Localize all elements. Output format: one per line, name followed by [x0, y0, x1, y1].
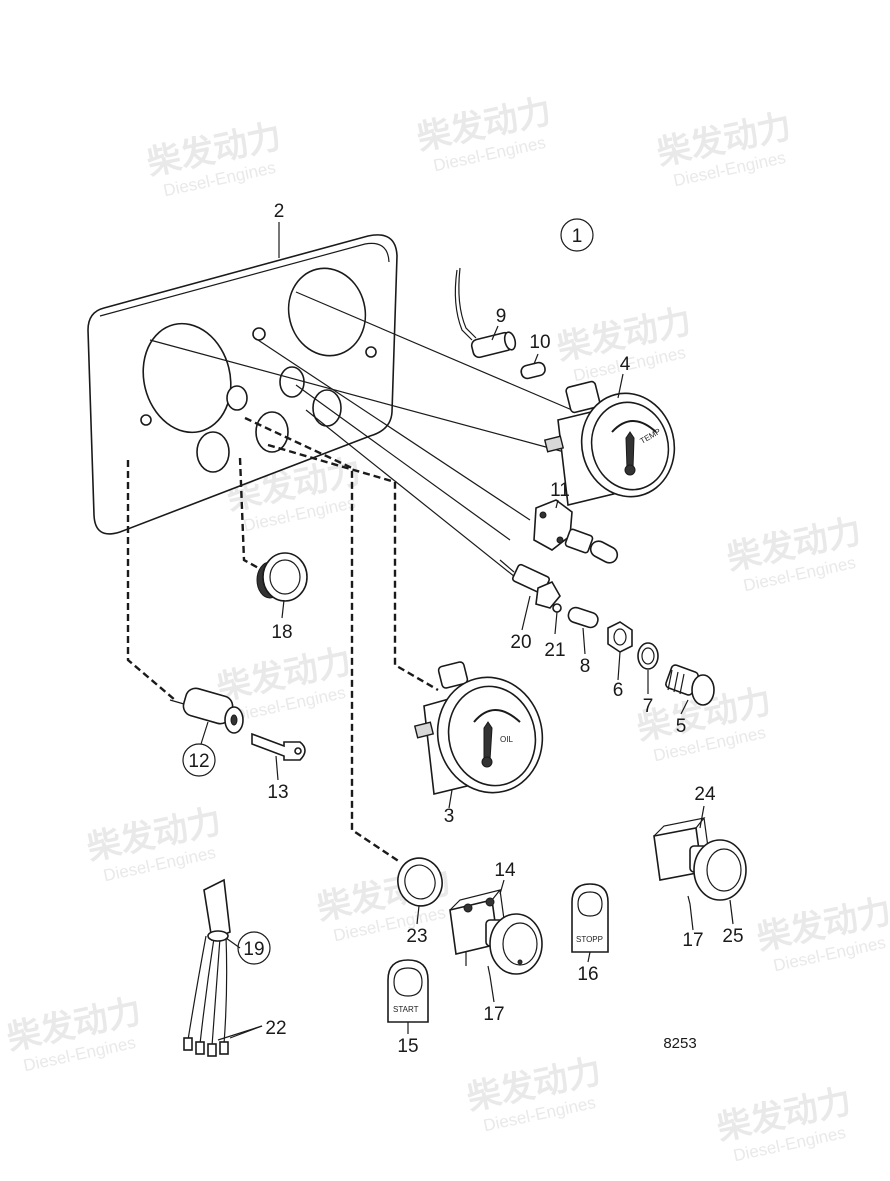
oil-gauge-label: OIL [500, 735, 513, 744]
callout-21: 21 [544, 640, 565, 661]
callout-8: 8 [580, 656, 591, 677]
callout-9: 9 [496, 306, 507, 327]
watermark-9: 柴发动力 Diesel-Engines [84, 801, 225, 885]
panel-hole-oil [255, 411, 289, 453]
callout-18: 18 [271, 622, 292, 643]
part-oil-gauge: OIL [413, 661, 544, 795]
panel-screw-hole [252, 327, 266, 341]
callout-12: 12 [188, 751, 209, 772]
part-washer-21 [552, 603, 562, 613]
panel-hole-key [226, 385, 248, 411]
callout-13: 13 [267, 782, 288, 803]
watermark-layer: 柴发动力 Diesel-Engines 柴发动力 Diesel-Engines … [4, 91, 890, 1165]
part-ring-23 [397, 857, 443, 907]
callout-14: 14 [494, 860, 516, 881]
callout-6: 6 [613, 680, 624, 701]
callout-11: 11 [550, 480, 570, 501]
callout-15: 15 [397, 1036, 418, 1057]
view-marker-circle [560, 218, 594, 252]
panel-hole-left-gauge [142, 322, 232, 434]
callout-25: 25 [722, 926, 743, 947]
part-lamp-cap-5 [665, 664, 715, 706]
callout-2: 2 [274, 201, 285, 222]
callout-numbers: 2 9 10 4 11 18 20 21 8 6 7 5 12 13 3 24 … [188, 201, 743, 1057]
part-bulb-10 [520, 361, 546, 380]
part-key-13 [251, 732, 306, 761]
stopp-plate-label: STOPP [576, 935, 603, 944]
callout-circle-12 [182, 743, 216, 777]
callout-16: 16 [577, 964, 598, 985]
part-ignition-lock [169, 687, 244, 734]
part-lens-8 [567, 606, 599, 629]
part-nut-6 [607, 621, 633, 653]
callout-circle-19 [237, 931, 271, 965]
part-lamp-holder [499, 559, 599, 629]
view-marker-label: 1 [572, 226, 583, 247]
callout-17-stop: 17 [682, 930, 703, 951]
watermark-3: 柴发动力 Diesel-Engines [654, 106, 795, 190]
watermark-2: 柴发动力 Diesel-Engines [414, 91, 555, 175]
watermark-13: 柴发动力 Diesel-Engines [464, 1051, 605, 1135]
panel-hole-plug [196, 431, 230, 473]
part-cable-harness [183, 878, 231, 1057]
part-toggle-switch [533, 499, 619, 564]
panel-screw-hole [140, 414, 152, 426]
callout-3: 3 [444, 806, 455, 827]
instrument-panel [87, 234, 398, 535]
watermark-14: 柴发动力 Diesel-Engines [714, 1081, 855, 1165]
callout-7: 7 [643, 696, 654, 717]
watermark-12: 柴发动力 Diesel-Engines [4, 991, 145, 1075]
part-start-button-assembly [449, 888, 543, 977]
callout-leaders [200, 222, 734, 1041]
watermark-6: 柴发动力 Diesel-Engines [724, 511, 865, 595]
start-plate-label: START [393, 1005, 419, 1014]
part-washer-7 [637, 642, 659, 670]
drawing-number: 8253 [663, 1035, 696, 1052]
callout-19: 19 [243, 939, 264, 960]
callout-22: 22 [265, 1018, 286, 1039]
panel-hole-switch [279, 366, 305, 398]
part-temp-gauge: TEMP [543, 380, 676, 506]
callout-17-start: 17 [483, 1004, 504, 1025]
callout-4: 4 [620, 354, 631, 375]
part-stop-button-assembly [653, 817, 747, 905]
part-start-plate: START [387, 959, 429, 1023]
assembly-lines [126, 291, 573, 863]
watermark-11: 柴发动力 Diesel-Engines [754, 891, 890, 975]
callout-24: 24 [694, 784, 716, 805]
callout-23: 23 [406, 926, 427, 947]
panel-screw-hole [365, 346, 377, 358]
callout-20: 20 [510, 632, 531, 653]
part-lamp-socket [454, 267, 546, 380]
callout-10: 10 [529, 332, 550, 353]
part-stopp-plate: STOPP [571, 883, 609, 953]
callout-5: 5 [676, 716, 687, 737]
part-plug [256, 552, 308, 602]
panel-hole-right-gauge [287, 267, 367, 357]
watermark-1: 柴发动力 Diesel-Engines [144, 116, 285, 200]
